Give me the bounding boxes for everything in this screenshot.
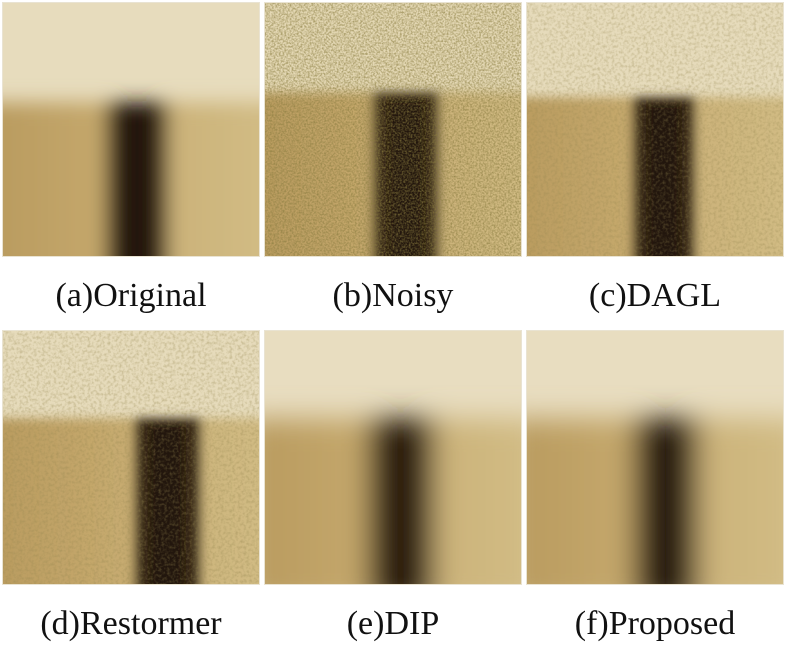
panel-noisy-image (264, 2, 522, 257)
panel-restormer-image (2, 330, 260, 585)
caption-dagl: (c)DAGL (588, 277, 722, 314)
caption-proposed: (f)Proposed (574, 605, 736, 642)
panel-proposed-image (526, 330, 784, 585)
caption-dip: (e)DIP (346, 605, 440, 642)
panel-dip-image (264, 330, 522, 585)
caption-original: (a)Original (55, 277, 207, 314)
panel-dagl-image (526, 2, 784, 257)
panel-original-image (2, 2, 260, 257)
caption-noisy: (b)Noisy (332, 277, 454, 314)
caption-restormer: (d)Restormer (40, 605, 222, 642)
